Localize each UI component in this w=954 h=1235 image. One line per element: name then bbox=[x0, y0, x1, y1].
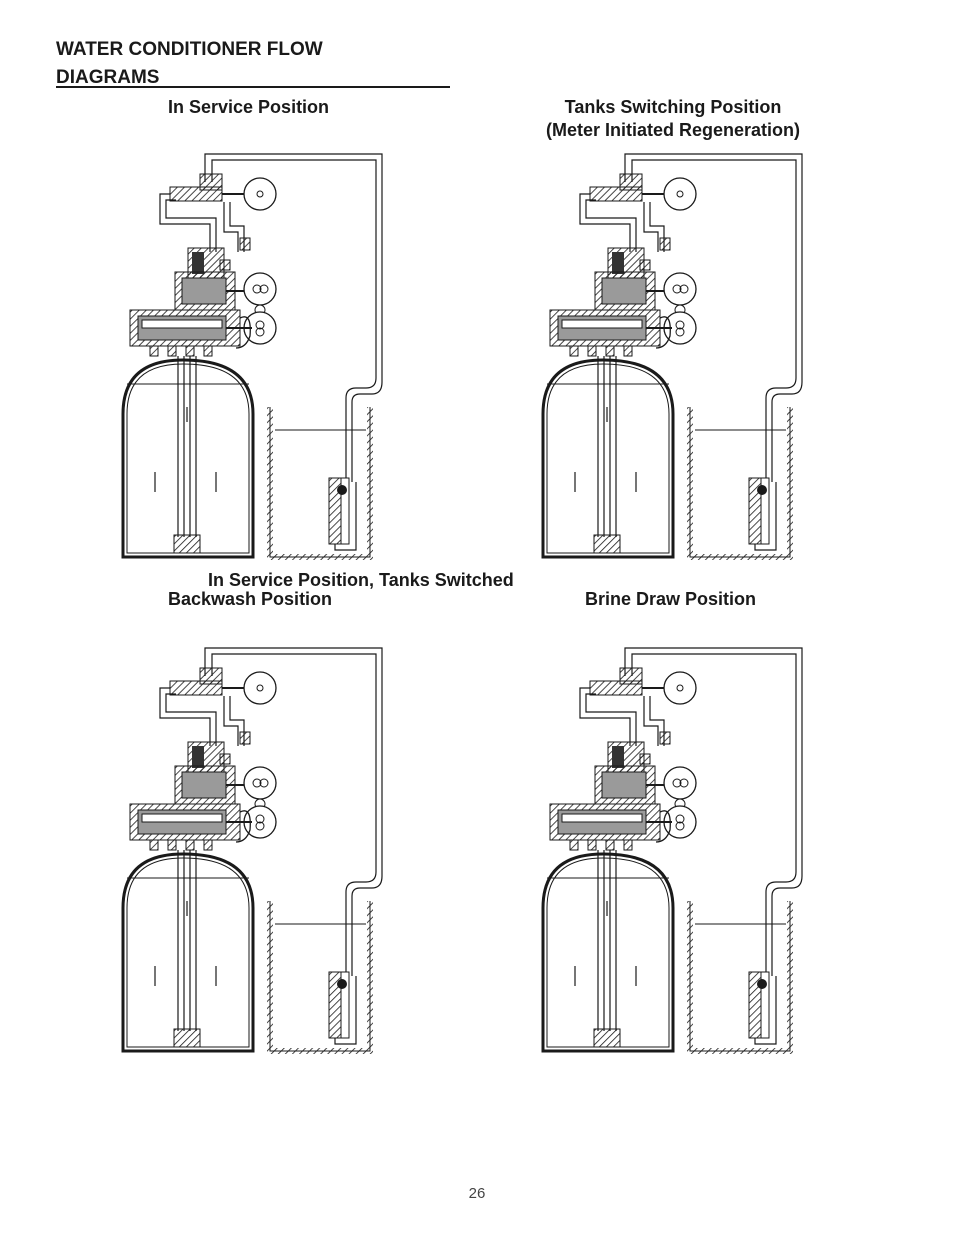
diagram-in-service bbox=[120, 152, 388, 564]
diagram-backwash bbox=[120, 646, 388, 1058]
caption-in-service: In Service Position bbox=[168, 97, 330, 117]
title-underline bbox=[56, 86, 450, 88]
diagram-brine-draw bbox=[540, 646, 808, 1058]
diagram-tanks-switching bbox=[540, 152, 808, 564]
page-number: 26 bbox=[468, 1185, 486, 1202]
page-title-line1: WATER CONDITIONER FLOW bbox=[56, 39, 323, 60]
caption-in-service-switched: In Service Position, Tanks Switched bbox=[208, 570, 514, 590]
caption-tanks-switching: Tanks Switching Position (Meter Initiate… bbox=[520, 96, 826, 142]
page-title-line2: DIAGRAMS bbox=[56, 67, 160, 88]
caption-backwash: Backwash Position bbox=[168, 589, 333, 609]
caption-tanks-switching-line1: Tanks Switching Position bbox=[564, 97, 782, 117]
page-title: WATER CONDITIONER FLOW DIAGRAMS bbox=[56, 36, 323, 92]
caption-brine-draw: Brine Draw Position bbox=[585, 589, 757, 609]
caption-tanks-switching-line2: (Meter Initiated Regeneration) bbox=[545, 120, 801, 140]
